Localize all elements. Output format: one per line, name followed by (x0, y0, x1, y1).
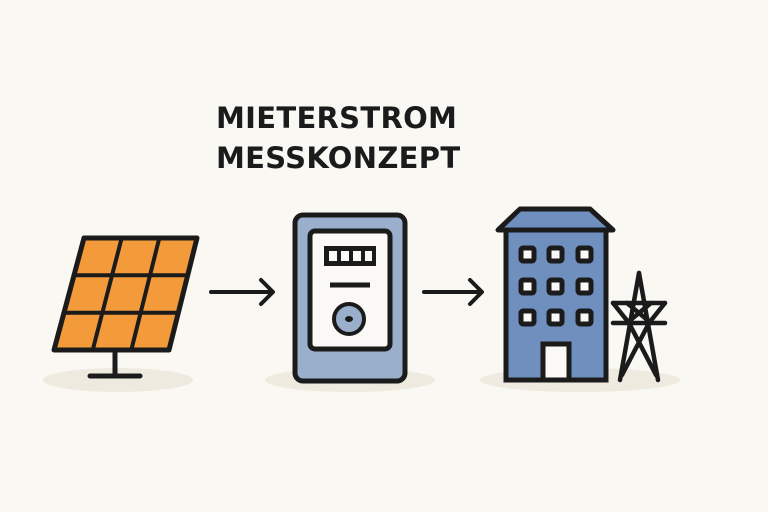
arrow-solar-to-meter (209, 278, 275, 306)
building-icon (495, 206, 616, 383)
title-line-2: MESSKONZEPT (216, 141, 461, 175)
title-line-1: MIETERSTROM (216, 101, 458, 135)
solar-shadow (43, 368, 193, 392)
solar-panel-icon (51, 235, 200, 379)
arrow-meter-to-building (422, 278, 484, 306)
transmission-tower-icon (610, 270, 668, 383)
diagram-title: MIETERSTROM MESSKONZEPT (216, 98, 460, 178)
meter-icon (292, 212, 408, 384)
